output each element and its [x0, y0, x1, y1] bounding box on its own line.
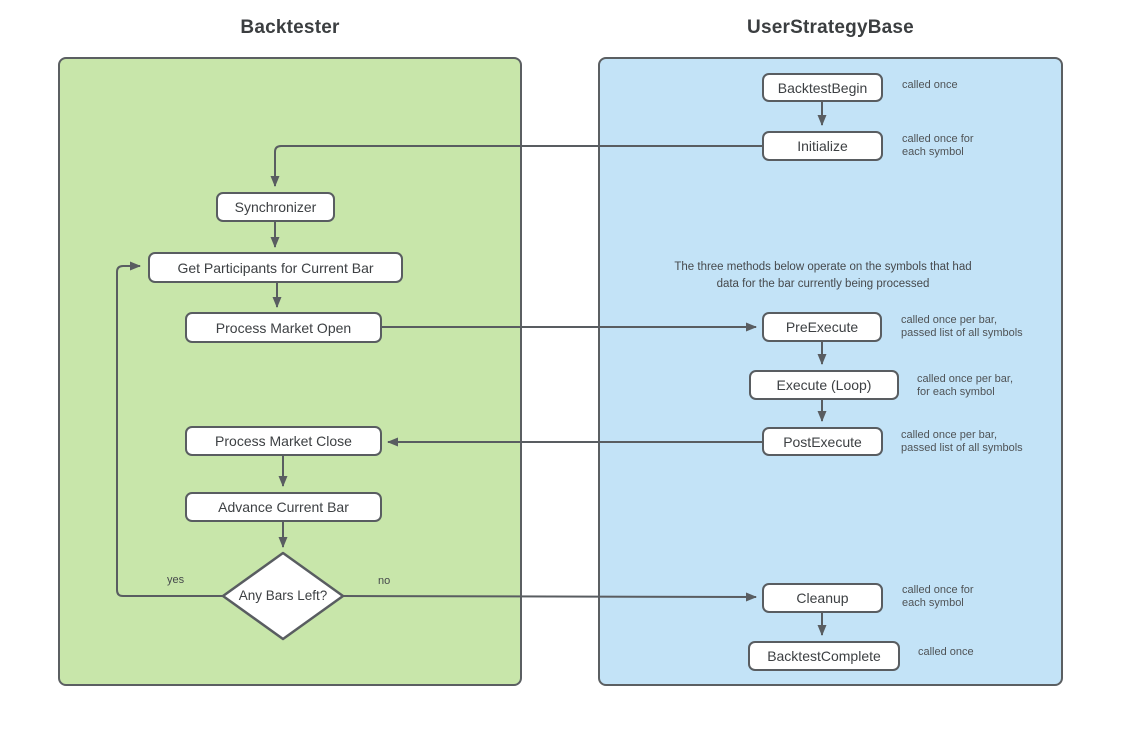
node-get-participants: Get Participants for Current Bar [148, 252, 403, 283]
node-post-execute: PostExecute [762, 427, 883, 456]
annotation-pre-execute: called once per bar, passed list of all … [901, 314, 1023, 340]
node-execute-loop: Execute (Loop) [749, 370, 899, 400]
annotation-post-execute: called once per bar, passed list of all … [901, 429, 1023, 455]
edge-anybarsleft-no-to-cleanup [342, 592, 757, 602]
annotation-initialize: called once for each symbol [902, 133, 974, 159]
annotation-backtest-begin: called once [902, 79, 958, 91]
node-pre-execute: PreExecute [762, 312, 882, 342]
anybarsleft-diamond-shape [221, 551, 345, 641]
node-initialize: Initialize [762, 131, 883, 161]
edge-label-yes: yes [167, 574, 185, 586]
annotation-cleanup: called once for each symbol [902, 584, 974, 610]
node-backtest-begin: BacktestBegin [762, 73, 883, 102]
edge-label-no: no [378, 575, 391, 587]
node-any-bars-left-label: Any Bars Left? [238, 587, 328, 603]
node-advance-current-bar: Advance Current Bar [185, 492, 382, 522]
node-process-market-open: Process Market Open [185, 312, 382, 343]
node-process-market-close: Process Market Close [185, 426, 382, 456]
edge-anybarsleft-yes-to-getparticipants [116, 261, 223, 597]
edge-initialize-to-synchronizer [270, 145, 762, 187]
annotation-execute-loop: called once per bar, for each symbol [917, 373, 1014, 399]
backtester-panel-title: Backtester [240, 17, 340, 38]
node-cleanup: Cleanup [762, 583, 883, 613]
methods-note: The three methods below operate on the s… [674, 261, 972, 291]
node-synchronizer: Synchronizer [216, 192, 335, 222]
node-backtest-complete: BacktestComplete [748, 641, 900, 671]
annotation-backtest-complete: called once [918, 646, 974, 658]
userstrategybase-panel-title: UserStrategyBase [747, 17, 914, 38]
